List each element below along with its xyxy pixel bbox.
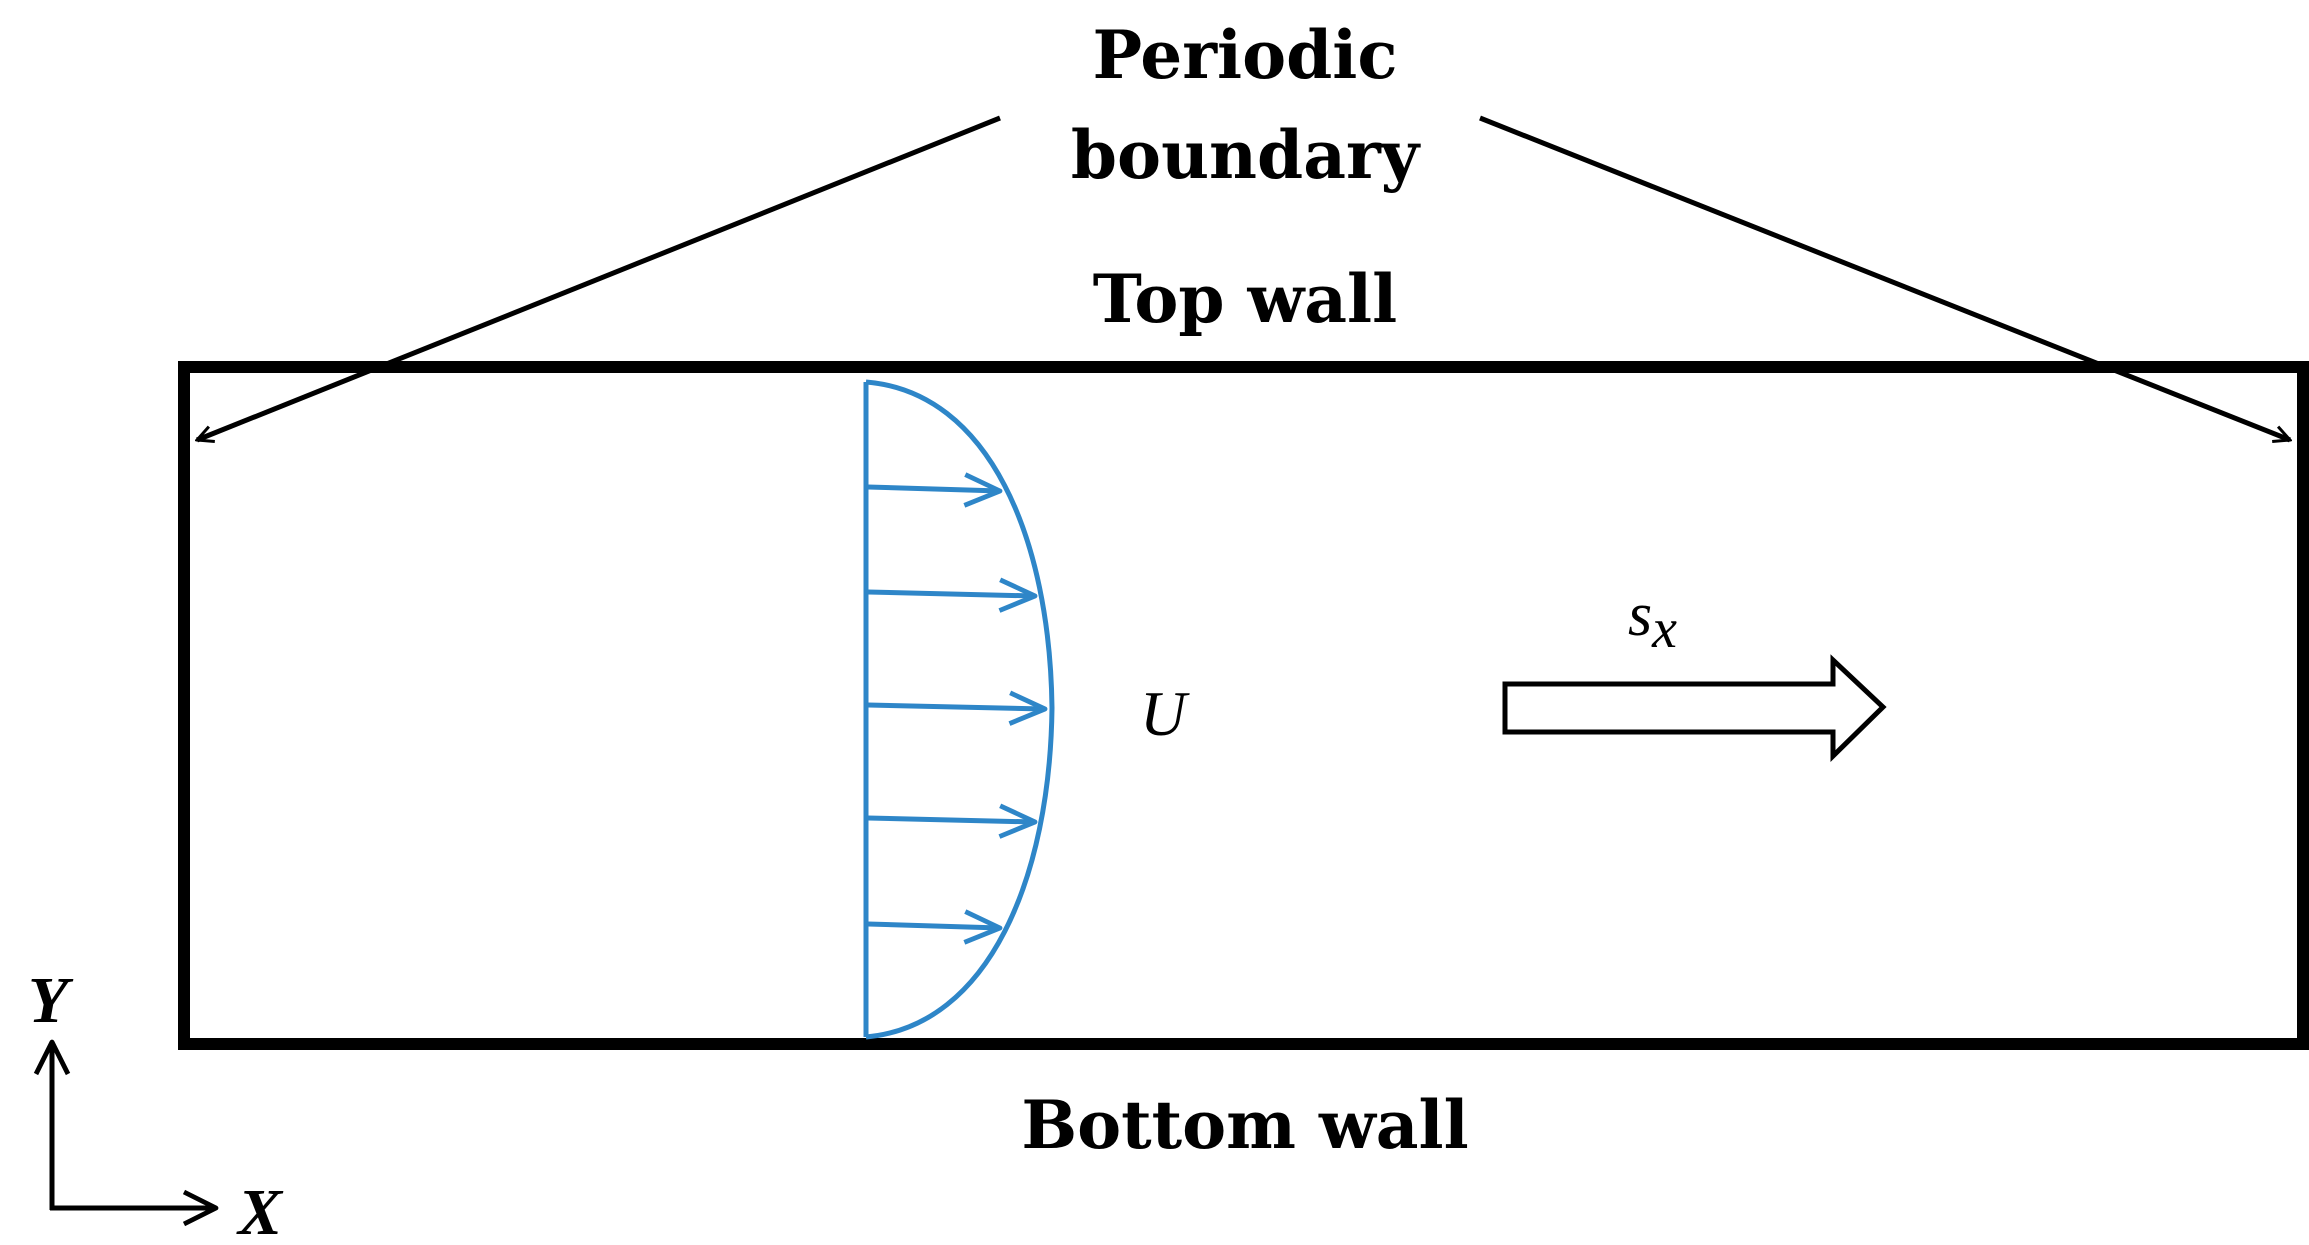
- x-axis-label: X: [236, 1176, 284, 1245]
- velocity-arrow-3: [867, 690, 1048, 726]
- periodic-boundary-pointer-left: [197, 115, 1001, 440]
- source-term-subscript: x: [1651, 598, 1677, 660]
- source-term-arrow: [1502, 654, 1887, 762]
- periodic-boundary-label-line1: Periodic: [1092, 16, 1397, 94]
- source-term-base: s: [1628, 581, 1652, 649]
- velocity-arrow-1: [867, 472, 1003, 508]
- top-wall-label: Top wall: [1093, 260, 1397, 338]
- velocity-arrow-2: [867, 577, 1038, 613]
- channel-walls: [178, 361, 2309, 1050]
- periodic-boundary-label-line2: boundary: [1071, 116, 1421, 194]
- y-axis-label: Y: [28, 964, 74, 1037]
- bottom-wall-label: Bottom wall: [1021, 1086, 1468, 1164]
- coordinate-axes: Y X: [28, 964, 284, 1245]
- source-term-label: sx: [1628, 581, 1677, 660]
- velocity-profile: [863, 379, 1055, 1040]
- velocity-label: U: [1140, 678, 1190, 749]
- velocity-arrow-4: [867, 803, 1038, 839]
- velocity-profile-curve-smooth: [865, 379, 1055, 1040]
- velocity-arrow-5: [867, 909, 1003, 945]
- periodic-boundary-pointer-right: [1479, 115, 2290, 440]
